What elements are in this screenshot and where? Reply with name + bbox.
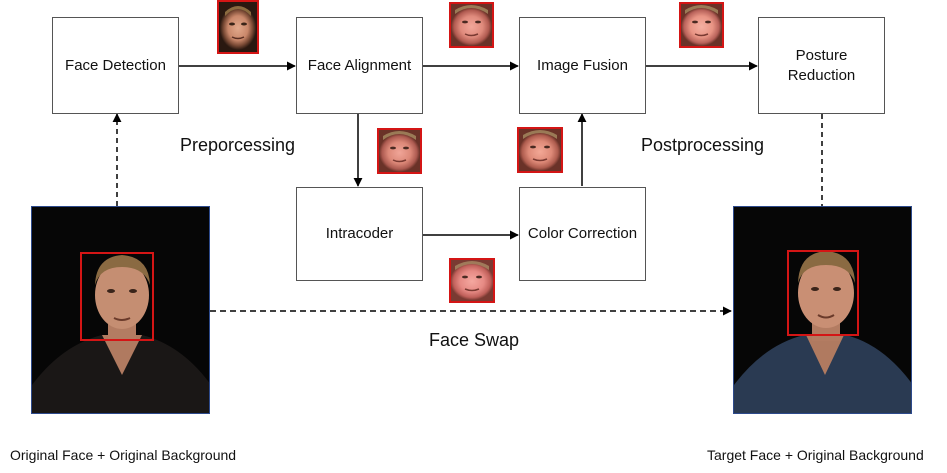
color-correction-node: Color Correction <box>519 187 646 281</box>
face-icon <box>383 131 416 163</box>
face-icon <box>455 5 488 37</box>
face-alignment-label: Face Alignment <box>307 56 412 74</box>
face-icon <box>685 5 718 37</box>
face-thumbnail-decoded <box>449 258 495 303</box>
face-swap-label: Face Swap <box>429 330 520 350</box>
intracoder-node: Intracoder <box>296 187 423 281</box>
posture-reduction-node: Posture Reduction <box>758 17 885 114</box>
postprocessing-label: Postprocessing <box>641 135 765 155</box>
image-fusion-node: Image Fusion <box>519 17 646 114</box>
face-thumbnail-encoded <box>377 128 422 174</box>
face-alignment-node: Face Alignment <box>296 17 423 114</box>
face-icon <box>455 261 489 292</box>
face-thumbnail-corrected <box>517 127 563 173</box>
posture-reduction-label-line1: Posture <box>795 46 848 64</box>
face-detection-node: Face Detection <box>52 17 179 114</box>
face-thumbnail-aligned <box>449 2 494 48</box>
source-caption: Original Face + Original Background <box>10 447 237 463</box>
original-frame-image <box>31 206 210 414</box>
color-correction-label: Color Correction <box>527 225 638 242</box>
face-thumbnail-fused <box>679 2 724 48</box>
face-detection-label: Face Detection <box>65 56 166 74</box>
face-icon <box>523 130 557 162</box>
target-caption: Target Face + Original Background <box>707 447 924 463</box>
face-thumbnail-detected <box>217 0 259 54</box>
image-fusion-label: Image Fusion <box>537 56 628 74</box>
posture-reduction-label-line2: Reduction <box>787 66 856 84</box>
face-icon <box>225 6 251 40</box>
intracoder-label: Intracoder <box>325 225 394 242</box>
preprocessing-label: Preporcessing <box>180 135 296 155</box>
target-frame-image <box>733 206 912 414</box>
